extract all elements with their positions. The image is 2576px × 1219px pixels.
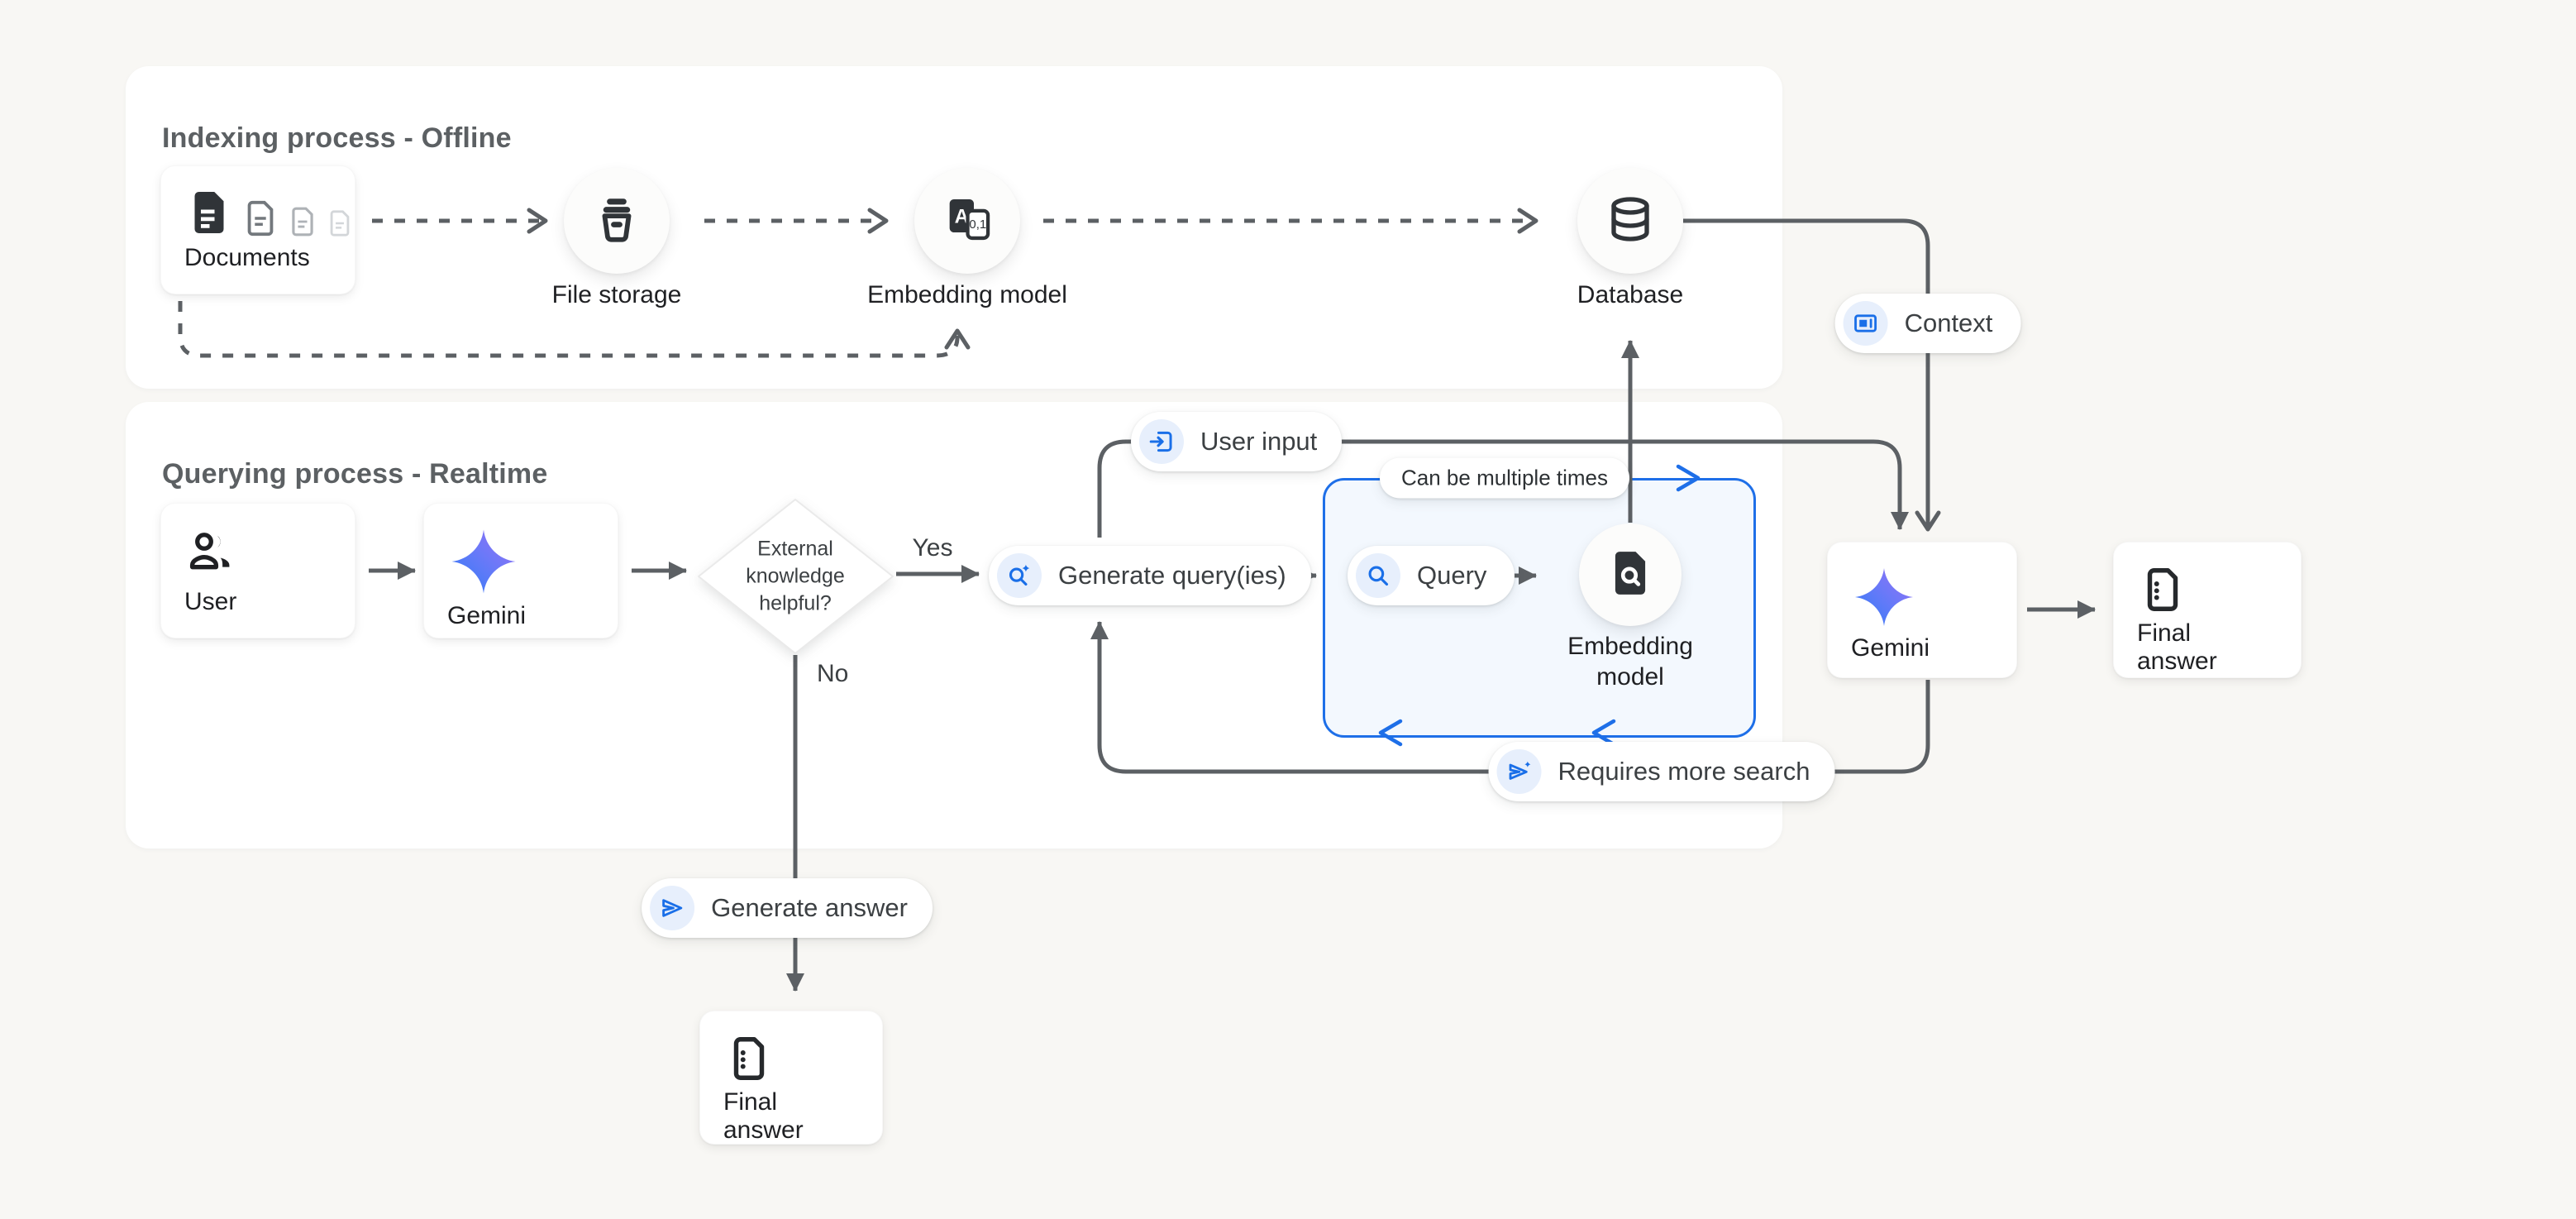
summary-document-icon xyxy=(723,1033,859,1088)
generate-queries-label: Generate query(ies) xyxy=(1058,561,1286,590)
embedding-model-indexing-label: Embedding model xyxy=(867,281,1067,308)
generate-queries-step: Generate query(ies) xyxy=(989,546,1311,605)
can-be-multiple-times-badge: Can be multiple times xyxy=(1380,457,1629,499)
translate-embedding-icon: A 0,1 xyxy=(941,193,994,250)
documents-icon-row xyxy=(184,188,350,241)
context-card-icon xyxy=(1843,301,1888,346)
gemini-star-icon xyxy=(1851,564,1993,634)
user-node: User xyxy=(160,503,355,638)
svg-text:A: A xyxy=(955,205,969,227)
embedding-model-indexing-node: A 0,1 xyxy=(914,168,1020,274)
file-storage-node xyxy=(564,168,670,274)
requires-more-search-badge: Requires more search xyxy=(1488,742,1835,801)
embedding-model-query-node xyxy=(1579,523,1682,626)
send-icon xyxy=(650,886,695,930)
panel-indexing-title: Indexing process - Offline xyxy=(162,122,512,155)
file-storage-label: File storage xyxy=(551,281,682,308)
database-label: Database xyxy=(1577,281,1684,308)
context-badge: Context xyxy=(1834,294,2021,353)
query-label: Query xyxy=(1417,561,1487,590)
final-answer-right-label: Final answer xyxy=(2137,619,2217,675)
document-outline-icon xyxy=(241,199,279,241)
context-label: Context xyxy=(1904,308,1993,337)
gemini-answer-label: Gemini xyxy=(1851,634,1930,662)
requires-more-search-label: Requires more search xyxy=(1558,757,1810,786)
user-label: User xyxy=(184,588,237,615)
generate-answer-label: Generate answer xyxy=(711,893,908,922)
users-icon xyxy=(184,525,332,582)
gemini-query-analysis-label: Gemini xyxy=(447,602,527,629)
query-step: Query xyxy=(1348,546,1515,605)
edge-label-yes: Yes xyxy=(912,534,953,562)
final-answer-bottom-label: Final answer xyxy=(723,1088,804,1144)
gemini-star-icon xyxy=(447,525,594,602)
generate-answer-badge: Generate answer xyxy=(642,878,933,938)
storage-bucket-icon xyxy=(589,192,644,251)
send-sparkle-icon xyxy=(1496,749,1542,794)
user-input-login-icon xyxy=(1139,419,1184,464)
gemini-query-analysis-node: Gemini xyxy=(423,503,618,638)
panel-querying-title: Querying process - Realtime xyxy=(162,458,548,490)
svg-text:0,1: 0,1 xyxy=(969,218,986,232)
user-input-label: User input xyxy=(1200,427,1318,456)
document-filled-icon xyxy=(184,188,234,241)
edge-label-no: No xyxy=(817,660,849,687)
can-be-multiple-times-label: Can be multiple times xyxy=(1401,465,1608,490)
database-icon xyxy=(1604,193,1657,250)
document-outline-icon xyxy=(326,209,354,241)
documents-label: Documents xyxy=(184,244,310,271)
final-answer-bottom-node: Final answer xyxy=(699,1011,883,1145)
retrieval-loop-box xyxy=(1323,478,1756,738)
document-search-icon xyxy=(1605,547,1656,603)
final-answer-right-node: Final answer xyxy=(2113,542,2302,678)
database-node xyxy=(1577,168,1683,274)
embedding-model-query-label: Embedding model xyxy=(1567,633,1693,691)
document-outline-icon xyxy=(287,206,318,241)
gemini-answer-node: Gemini xyxy=(1827,542,2017,678)
decision-label: External knowledge helpful? xyxy=(746,537,845,615)
summary-document-icon xyxy=(2137,564,2278,619)
user-input-badge: User input xyxy=(1131,412,1343,471)
search-sparkle-icon xyxy=(997,553,1042,598)
documents-node: Documents xyxy=(160,165,355,294)
search-icon xyxy=(1356,553,1400,598)
